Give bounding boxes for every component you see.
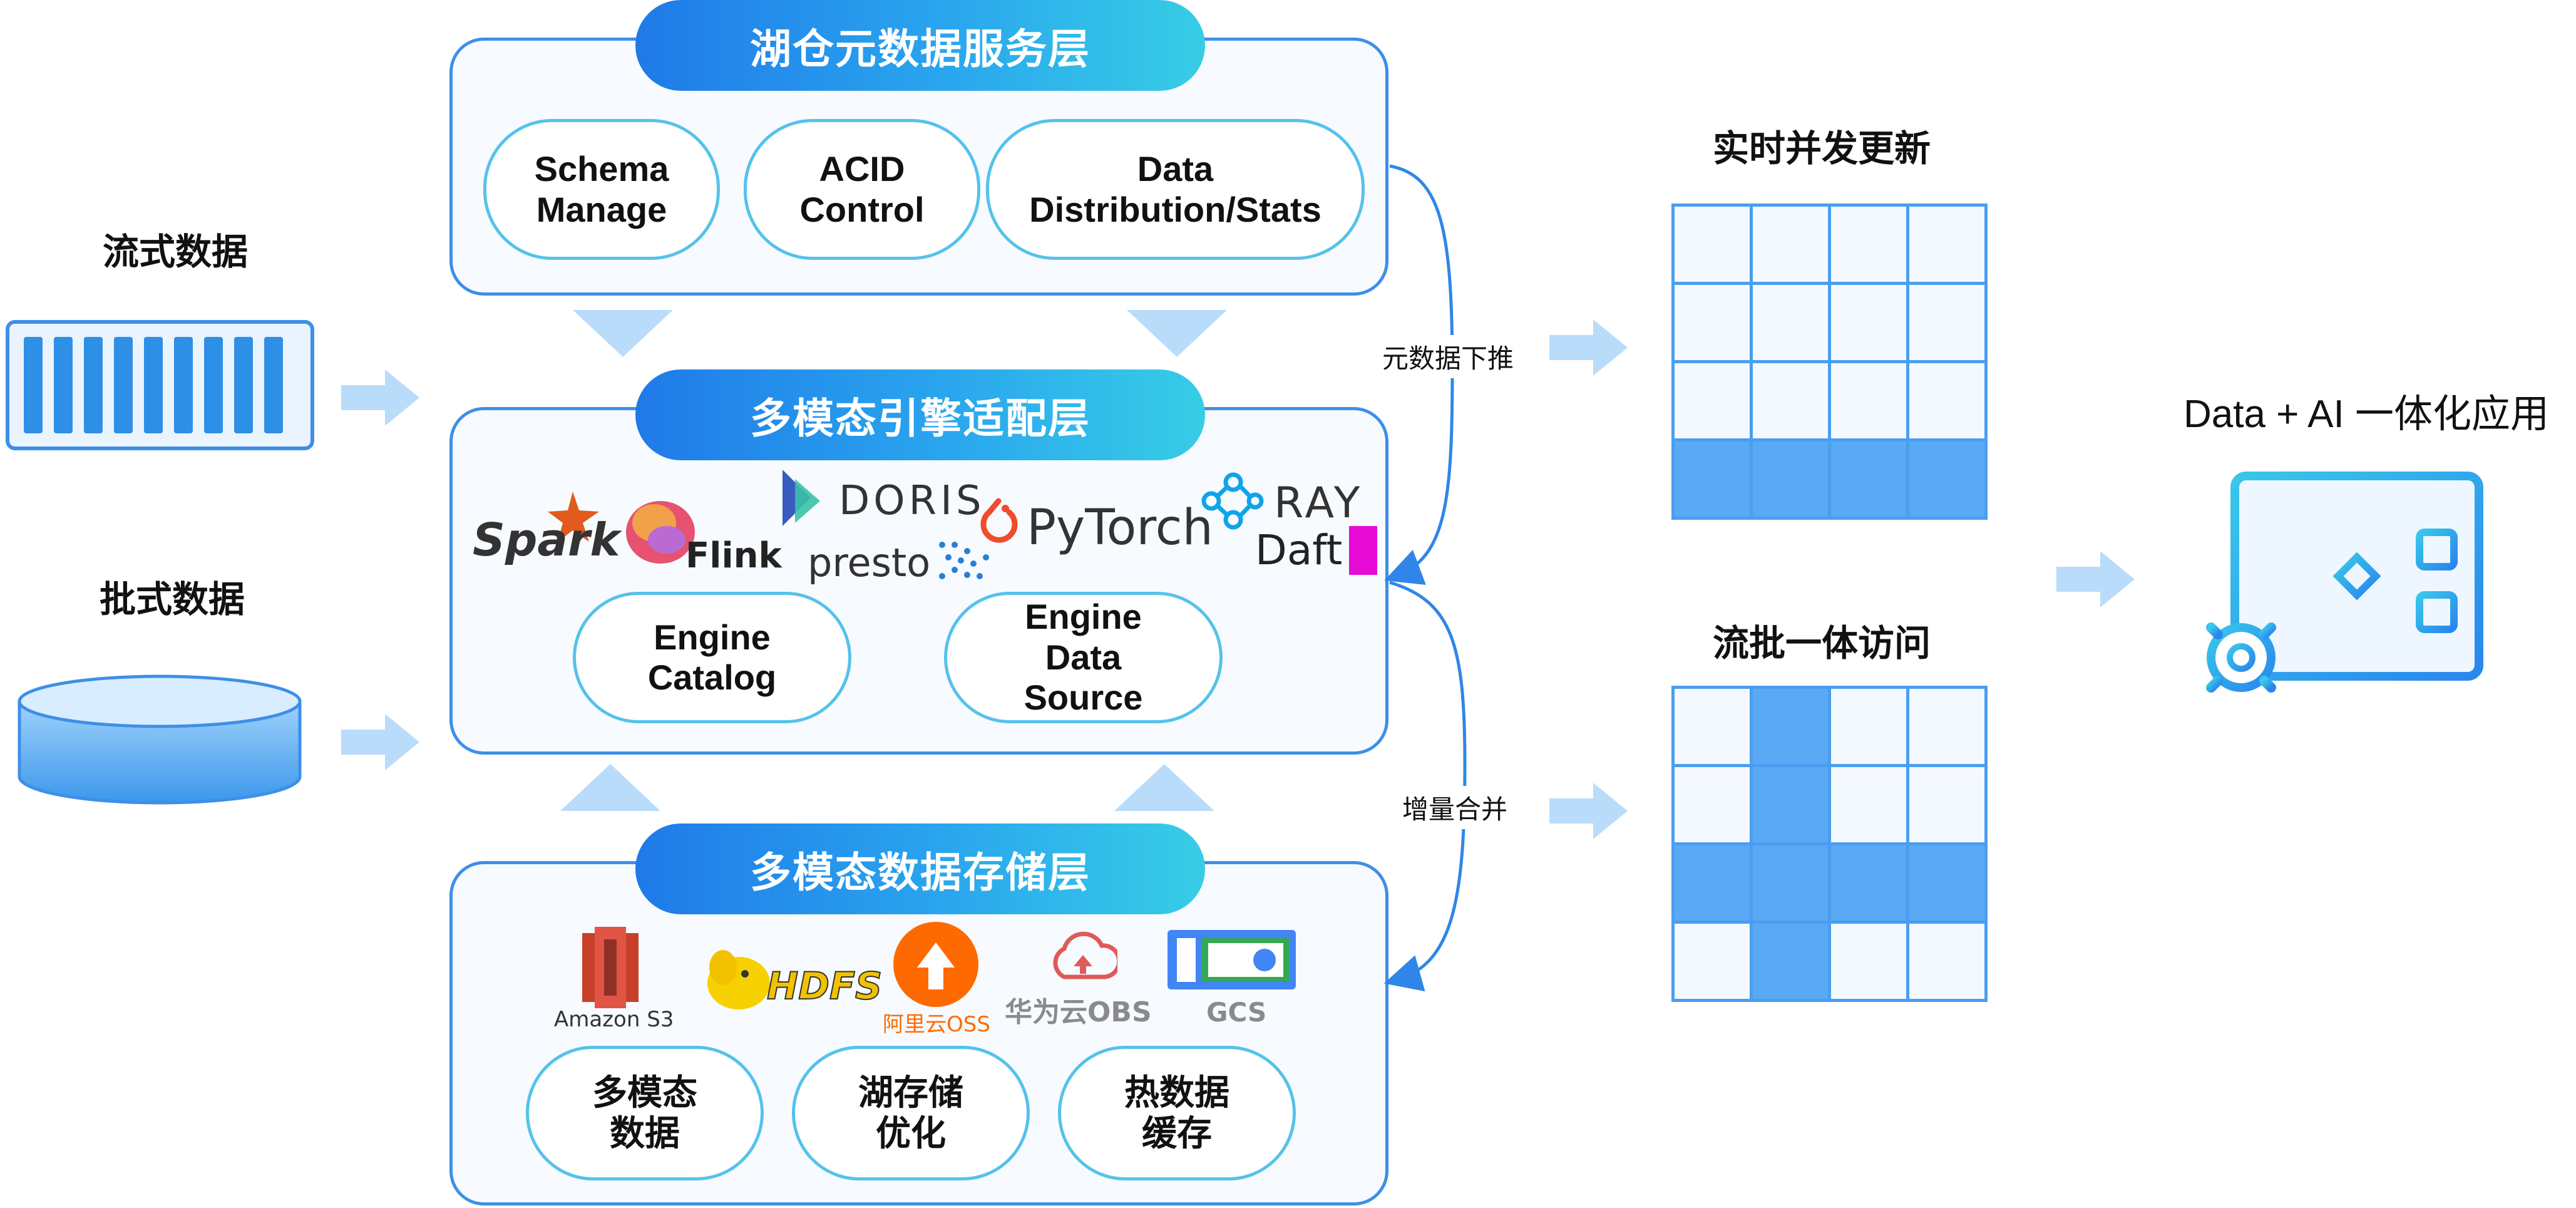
stream-data-icon <box>5 319 315 451</box>
hot-data-cache-pill: 热数据 缓存 <box>1058 1046 1296 1180</box>
arrow-down-icon <box>573 310 673 360</box>
ray-logo: RAY <box>1196 470 1371 532</box>
huawei-obs-logo: 华为云OBS <box>1005 930 1155 1033</box>
data-ai-app-title: Data + AI 一体化应用 <box>2183 393 2549 436</box>
flow-connectors <box>1383 164 1467 992</box>
arrow-up-icon <box>1114 764 1214 814</box>
pytorch-logo-text: PyTorch <box>1027 500 1213 556</box>
lake-storage-optimization-pill: 湖存储 优化 <box>792 1046 1030 1180</box>
aliyun-oss-logo: 阿里云OSS <box>873 921 995 1037</box>
engine-data-source-pill: Engine Data Source <box>944 592 1223 723</box>
aliyun-oss-logo-text: 阿里云OSS <box>883 1012 990 1037</box>
arrow-right-icon <box>341 369 419 429</box>
amazon-s3-logo-text: Amazon S3 <box>554 1007 674 1032</box>
daft-logo: Daft <box>1255 523 1387 579</box>
hdfs-logo-text: HDFS <box>766 964 883 1009</box>
unified-access-grid <box>1671 686 1988 1002</box>
incremental-merge-label: 增量合并 <box>1397 786 1513 829</box>
acid-control-pill: ACID Control <box>744 119 980 260</box>
unified-access-title: 流批一体访问 <box>1712 623 1931 664</box>
doris-logo: DORIS <box>776 467 983 535</box>
doris-logo-text: DORIS <box>839 478 985 524</box>
spark-logo-text: Spark <box>473 514 620 566</box>
batch-data-label: 批式数据 <box>99 579 245 620</box>
arrow-right-icon <box>1549 319 1628 379</box>
realtime-update-title: 实时并发更新 <box>1712 128 1931 169</box>
pytorch-logo: PyTorch <box>977 495 1213 564</box>
gcs-logo: GCS <box>1161 927 1302 1033</box>
arrow-right-icon <box>2056 551 2135 611</box>
storage-layer-title: 多模态数据存储层 <box>635 823 1205 914</box>
realtime-update-grid <box>1671 204 1988 520</box>
amazon-s3-logo: Amazon S3 <box>548 927 674 1033</box>
daft-logo-text: Daft <box>1255 526 1343 574</box>
stream-data-label: 流式数据 <box>102 232 248 272</box>
multimodal-data-pill: 多模态 数据 <box>526 1046 764 1180</box>
hdfs-logo: HDFS <box>701 942 883 1024</box>
batch-data-icon <box>16 673 304 808</box>
daft-logo-mark <box>1349 526 1377 575</box>
arrow-up-icon <box>560 764 660 814</box>
huawei-obs-logo-text: 华为云OBS <box>1005 996 1152 1028</box>
gcs-logo-text: GCS <box>1206 997 1267 1028</box>
arrow-right-icon <box>341 714 419 773</box>
schema-manage-pill: Schema Manage <box>483 119 720 260</box>
metadata-layer-title: 湖仓元数据服务层 <box>635 0 1205 91</box>
engine-layer-title: 多模态引擎适配层 <box>635 369 1205 460</box>
ray-logo-text: RAY <box>1274 478 1363 528</box>
arrow-down-icon <box>1127 310 1227 360</box>
flink-logo-text: Flink <box>685 535 782 576</box>
metadata-push-label: 元数据下推 <box>1377 335 1519 378</box>
presto-logo-text: presto <box>808 540 931 586</box>
arrow-right-icon <box>1549 783 1628 842</box>
flink-logo: Flink <box>617 482 786 576</box>
engine-catalog-pill: Engine Catalog <box>573 592 851 723</box>
presto-logo: presto <box>808 532 995 595</box>
data-ai-app-icon <box>2191 470 2491 717</box>
spark-logo: Spark <box>466 479 620 573</box>
data-distribution-stats-pill: Data Distribution/Stats <box>986 119 1365 260</box>
